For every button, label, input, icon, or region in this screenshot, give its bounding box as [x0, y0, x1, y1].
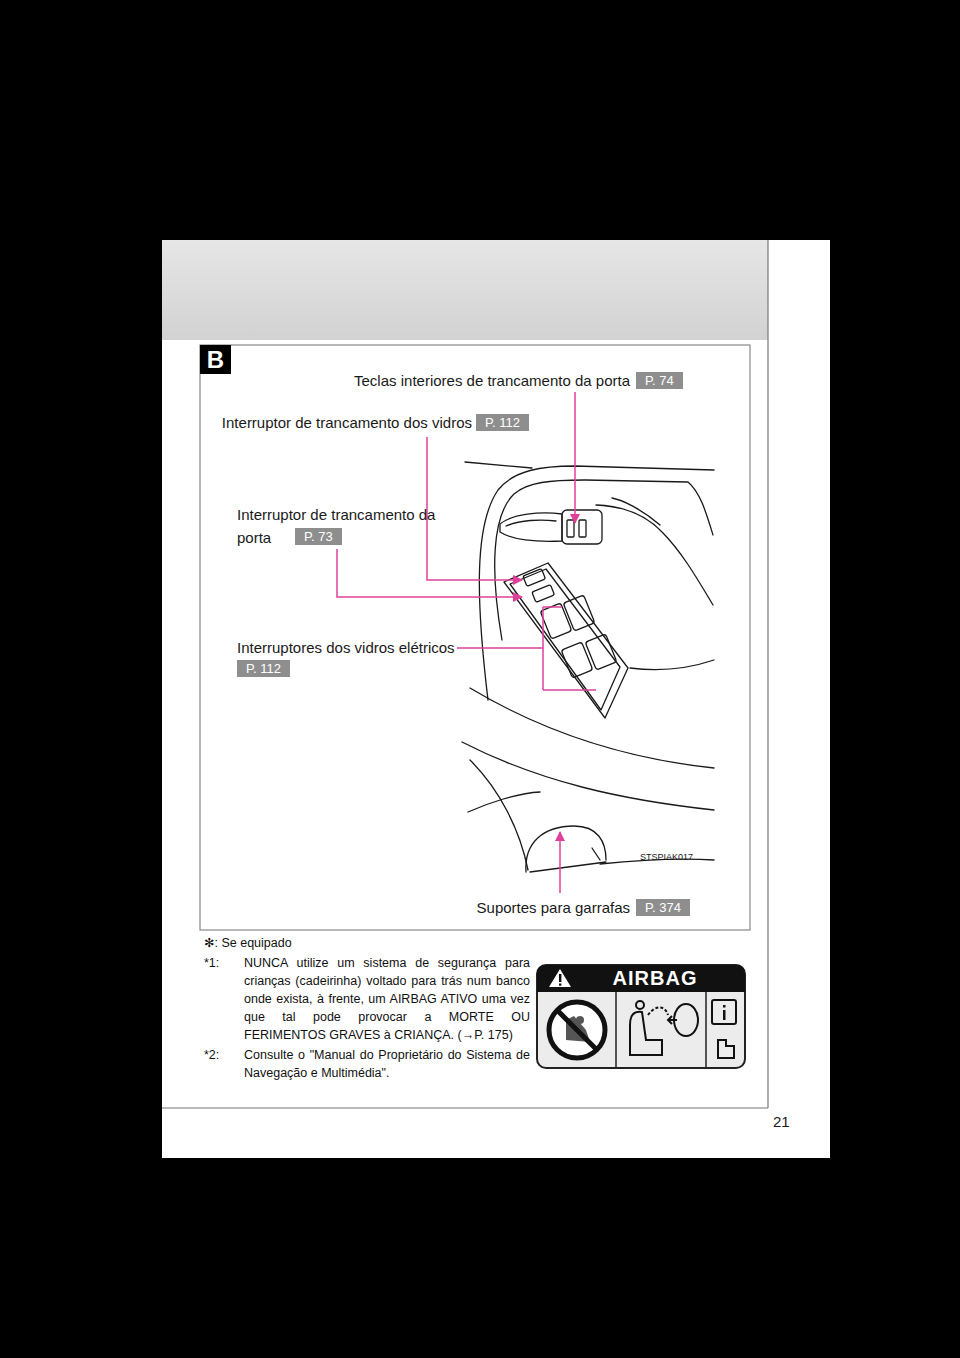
- airbag-warning-label: [537, 965, 745, 1068]
- node-text: B: [207, 346, 224, 374]
- warning-header: AIRBAG: [537, 965, 745, 992]
- part-name: Teclas interiores de trancamento da port…: [354, 369, 630, 392]
- page-ref-badge: P. 73: [295, 528, 342, 545]
- page-rule: [162, 1107, 768, 1108]
- footnote-text: NUNCA utilize um sistema de segurança pa…: [244, 954, 530, 1044]
- node-text: P. 74: [645, 372, 674, 389]
- footnotes: ✻: Se equipado *1:NUNCA utilize um sistem…: [204, 934, 530, 1084]
- part-name: Suportes para garrafas: [477, 896, 630, 919]
- footnote: *2:Consulte o "Manual do Proprietário do…: [204, 1046, 530, 1082]
- figure-code: STSPIAK017: [640, 851, 693, 863]
- node-text: AIRBAG: [613, 967, 698, 990]
- footnote-text: ✻: Se equipado: [204, 934, 530, 952]
- part-name: Interruptor de trancamento dos vidros: [222, 411, 472, 434]
- node-text: P. 112: [485, 414, 520, 431]
- footnote: *1:NUNCA utilize um sistema de segurança…: [204, 954, 530, 1044]
- node-text: P. 112: [246, 660, 281, 677]
- part-name: Interruptor de trancamento da porta: [237, 503, 437, 549]
- door-illustration: [462, 462, 714, 872]
- page-ref-badge: P. 374: [636, 899, 690, 916]
- node-text: P. 73: [304, 528, 333, 545]
- section-letter: B: [200, 345, 231, 374]
- page-ref-badge: P. 112: [237, 660, 290, 677]
- page-ref-badge: P. 112: [476, 414, 529, 431]
- header-band: [162, 240, 768, 340]
- footnote-marker: *1:: [204, 954, 244, 1044]
- part-name: Interruptores dos vidros elétricos: [237, 636, 455, 659]
- page-rule: [767, 240, 768, 1108]
- node-text: P. 374: [645, 899, 681, 916]
- page-ref-badge: P. 74: [636, 372, 683, 389]
- footnote-text: Consulte o "Manual do Proprietário do Si…: [244, 1046, 530, 1082]
- page-number: 21: [773, 1110, 790, 1133]
- page: [162, 240, 830, 1158]
- footnote: ✻: Se equipado: [204, 934, 530, 952]
- footnote-marker: *2:: [204, 1046, 244, 1082]
- figure-panel: [200, 345, 750, 930]
